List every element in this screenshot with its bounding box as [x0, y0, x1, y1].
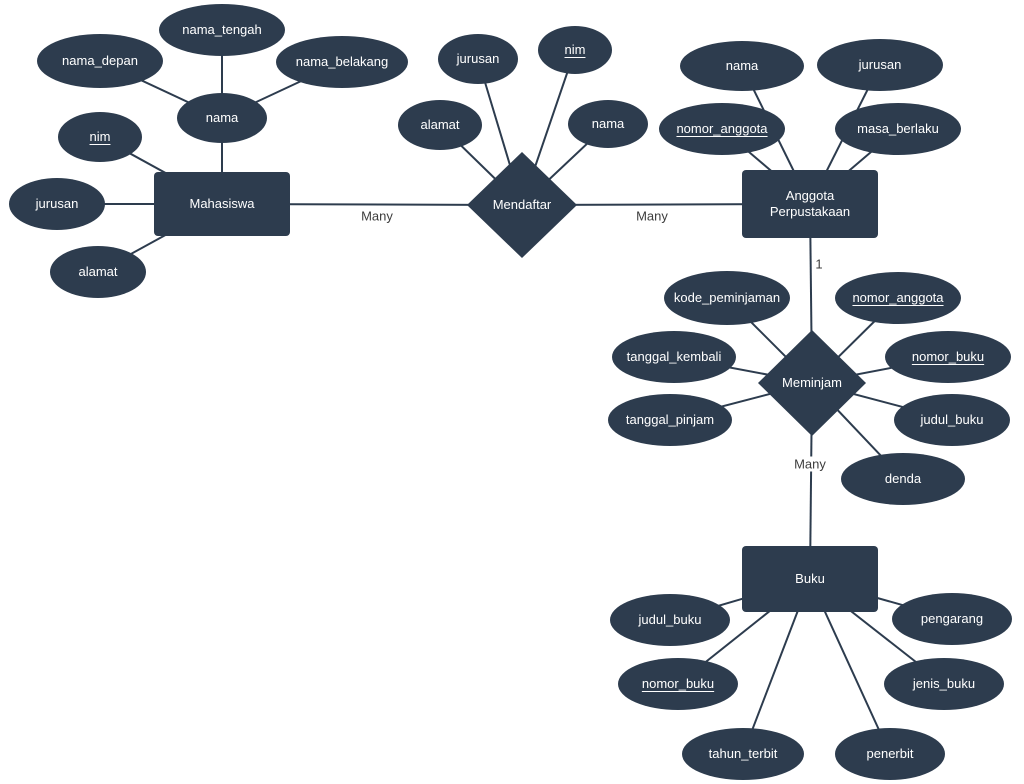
attribute-mahasiswa-alamat: alamat [50, 246, 146, 298]
attribute-meminjam-denda: denda [841, 453, 965, 505]
attribute-buku-jenis-buku-label: jenis_buku [912, 675, 976, 691]
attribute-meminjam-denda-label: denda [884, 470, 922, 486]
entity-mahasiswa: Mahasiswa [154, 172, 290, 236]
attribute-anggota-perpustakaan-nomor-anggota: nomor_anggota [659, 103, 785, 155]
attribute-mahasiswa-nama-belakang: nama_belakang [276, 36, 408, 88]
attribute-buku-penerbit-label: penerbit [866, 745, 914, 761]
relationship-meminjam-label: Meminjam [782, 374, 842, 390]
attribute-mendaftar-alamat-label: alamat [420, 116, 460, 132]
attribute-meminjam-tanggal-kembali-label: tanggal_kembali [626, 348, 722, 364]
cardinality-label-meminjam-buku: Many [791, 456, 829, 472]
attribute-buku-tahun-terbit-label: tahun_terbit [708, 745, 778, 761]
attribute-mendaftar-nama: nama [568, 100, 648, 148]
attribute-buku-judul-buku: judul_buku [610, 594, 730, 646]
attribute-buku-judul-buku-label: judul_buku [638, 611, 702, 627]
attribute-mahasiswa-jurusan: jurusan [9, 178, 105, 230]
attribute-anggota-perpustakaan-nama-label: nama [725, 57, 759, 73]
attribute-meminjam-tanggal-pinjam: tanggal_pinjam [608, 394, 732, 446]
relationship-mendaftar-label: Mendaftar [492, 196, 552, 212]
attribute-buku-pengarang: pengarang [892, 593, 1012, 645]
attribute-mendaftar-jurusan: jurusan [438, 34, 518, 84]
attribute-meminjam-nomor-anggota-label: nomor_anggota [852, 289, 944, 305]
entity-anggota-perpustakaan: Anggota Perpustakaan [742, 170, 878, 238]
attribute-mahasiswa-nama-depan: nama_depan [37, 34, 163, 88]
attribute-mahasiswa-nim-label: nim [89, 128, 111, 144]
attribute-meminjam-kode-peminjaman-label: kode_peminjaman [673, 289, 781, 305]
attribute-meminjam-judul-buku: judul_buku [894, 394, 1010, 446]
attribute-meminjam-nomor-anggota: nomor_anggota [835, 272, 961, 324]
attribute-anggota-perpustakaan-jurusan: jurusan [817, 39, 943, 91]
entity-buku: Buku [742, 546, 878, 612]
attribute-anggota-perpustakaan-nomor-anggota-label: nomor_anggota [676, 120, 768, 136]
attribute-mahasiswa-nama-tengah-label: nama_tengah [182, 21, 262, 37]
attribute-mahasiswa-nama-tengah: nama_tengah [159, 4, 285, 56]
cardinality-label-mendaftar-anggota-perpustakaan: Many [636, 208, 668, 224]
attribute-anggota-perpustakaan-nama: nama [680, 41, 804, 91]
entity-buku-label: Buku [795, 570, 825, 586]
attribute-meminjam-tanggal-pinjam-label: tanggal_pinjam [625, 411, 715, 427]
attribute-anggota-perpustakaan-masa-berlaku-label: masa_berlaku [857, 120, 939, 136]
attribute-mendaftar-nim: nim [538, 26, 612, 74]
entity-mahasiswa-label: Mahasiswa [189, 195, 255, 211]
attribute-meminjam-kode-peminjaman: kode_peminjaman [664, 271, 790, 325]
attribute-mahasiswa-nama-label: nama [205, 109, 239, 125]
attribute-mahasiswa-alamat-label: alamat [78, 263, 118, 279]
attribute-mahasiswa-jurusan-label: jurusan [35, 195, 79, 211]
cardinality-label-mahasiswa-mendaftar: Many [361, 208, 393, 224]
attribute-mahasiswa-nama-depan-label: nama_depan [62, 52, 138, 68]
attribute-buku-nomor-buku: nomor_buku [618, 658, 738, 710]
attribute-mendaftar-nim-label: nim [564, 41, 586, 57]
attribute-buku-pengarang-label: pengarang [920, 610, 984, 626]
attribute-mendaftar-nama-label: nama [591, 115, 625, 131]
attribute-buku-penerbit: penerbit [835, 728, 945, 780]
attribute-mendaftar-alamat: alamat [398, 100, 482, 150]
attribute-mahasiswa-nim: nim [58, 112, 142, 162]
attribute-buku-jenis-buku: jenis_buku [884, 658, 1004, 710]
entity-anggota-perpustakaan-label: Anggota Perpustakaan [769, 187, 851, 219]
attribute-mahasiswa-nama: nama [177, 93, 267, 143]
attribute-meminjam-judul-buku-label: judul_buku [920, 411, 984, 427]
attribute-meminjam-nomor-buku: nomor_buku [885, 331, 1011, 383]
attribute-anggota-perpustakaan-jurusan-label: jurusan [858, 56, 902, 72]
attribute-mahasiswa-nama-belakang-label: nama_belakang [295, 53, 389, 69]
attribute-buku-nomor-buku-label: nomor_buku [641, 675, 715, 691]
attribute-anggota-perpustakaan-masa-berlaku: masa_berlaku [835, 103, 961, 155]
attribute-meminjam-tanggal-kembali: tanggal_kembali [612, 331, 736, 383]
attribute-meminjam-nomor-buku-label: nomor_buku [911, 348, 985, 364]
cardinality-label-anggota-perpustakaan-meminjam: 1 [815, 256, 823, 272]
attribute-mendaftar-jurusan-label: jurusan [456, 50, 500, 66]
attribute-buku-tahun-terbit: tahun_terbit [682, 728, 804, 780]
